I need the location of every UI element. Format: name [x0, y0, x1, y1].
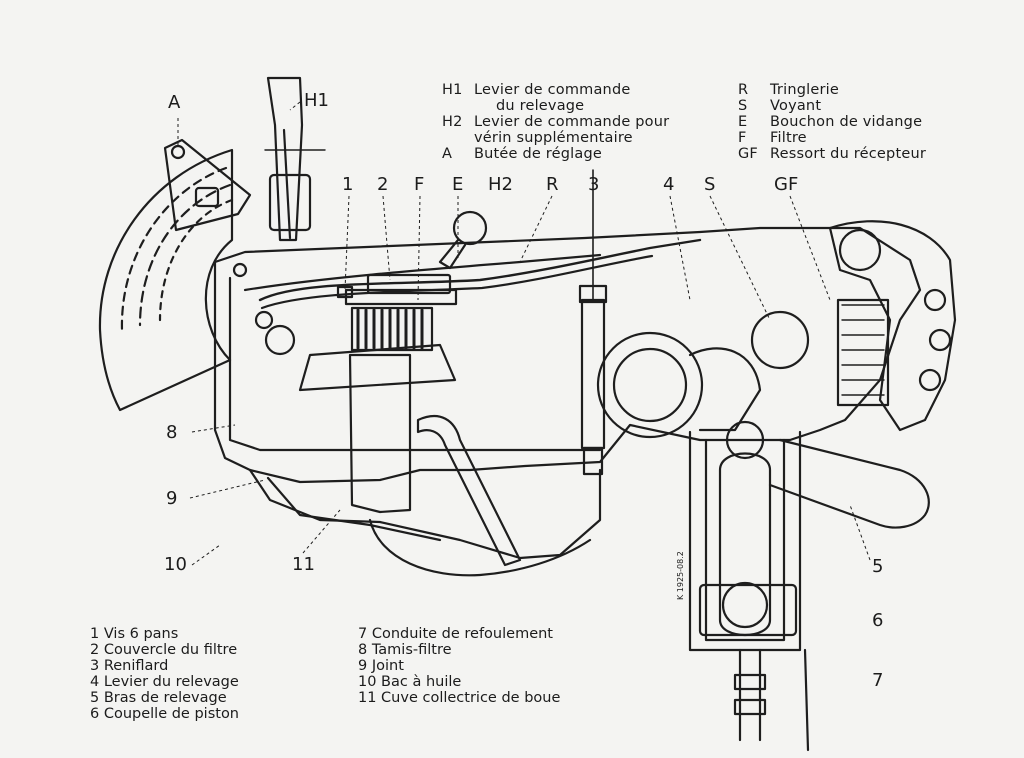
adjustment-quadrant: [98, 148, 234, 412]
legend-item-5: 5 Bras de relevage: [90, 690, 227, 706]
legend-item-3: 3 Reniflard: [90, 658, 169, 674]
linkage-rod: [258, 238, 702, 302]
callout-6: 6: [872, 610, 884, 631]
figure-reference: K 1925-08.2: [676, 551, 685, 600]
legend-item-10: 10 Bac à huile: [358, 674, 462, 690]
callout-8: 8: [166, 422, 178, 443]
legend-row-h2-cont: vérin supplémentaire: [474, 130, 633, 146]
callout-3: 3: [588, 174, 600, 195]
delivery-line: [738, 648, 810, 752]
filter-element: [350, 306, 434, 352]
callout-gf: GF: [774, 174, 799, 195]
spring-bracket: [828, 220, 957, 432]
lift-arm: [768, 438, 930, 529]
sight-glass: [750, 310, 810, 370]
piston-cylinder: [688, 430, 802, 652]
legend-item-11: 11 Cuve collectrice de boue: [358, 690, 561, 706]
legend-item-4: 4 Levier du relevage: [90, 674, 239, 690]
legend-item-6: 6 Coupelle de piston: [90, 706, 240, 722]
legend-item-7: 7 Conduite de refoulement: [358, 626, 553, 642]
legend-item-2: 2 Couvercle du filtre: [90, 642, 238, 658]
callout-e: E: [452, 174, 464, 195]
sieve-filter: [348, 353, 412, 514]
oil-pan: [368, 518, 592, 577]
receiver-spring: [836, 298, 890, 407]
legend-item-8: 8 Tamis-filtre: [358, 642, 452, 658]
callout-r: R: [546, 174, 559, 195]
piston-cup: [718, 452, 772, 637]
callout-f: F: [414, 174, 425, 195]
filter-cover: [366, 273, 452, 295]
callout-2: 2: [377, 174, 389, 195]
lift-lever-hub: [596, 331, 704, 439]
delivery-pipe: [416, 414, 522, 567]
callout-7: 7: [872, 670, 884, 691]
callout-s: S: [704, 174, 716, 195]
legend-item-1: 1 Vis 6 pans: [90, 626, 179, 642]
lever-h2-knob: [452, 210, 488, 246]
callout-11: 11: [292, 554, 315, 575]
callout-a: A: [168, 92, 181, 113]
callout-h2: H2: [488, 174, 513, 195]
callout-4: 4: [663, 174, 675, 195]
callout-1: 1: [342, 174, 354, 195]
callout-10: 10: [164, 554, 187, 575]
breather: [580, 298, 606, 450]
callout-5: 5: [872, 556, 884, 577]
callout-h1: H1: [304, 90, 329, 111]
lift-housing: [213, 226, 922, 484]
legend-row-h1-cont: du relevage: [496, 98, 585, 114]
legend-item-9: 9 Joint: [358, 658, 404, 674]
adjustment-stop: [163, 138, 252, 232]
callout-9: 9: [166, 488, 178, 509]
